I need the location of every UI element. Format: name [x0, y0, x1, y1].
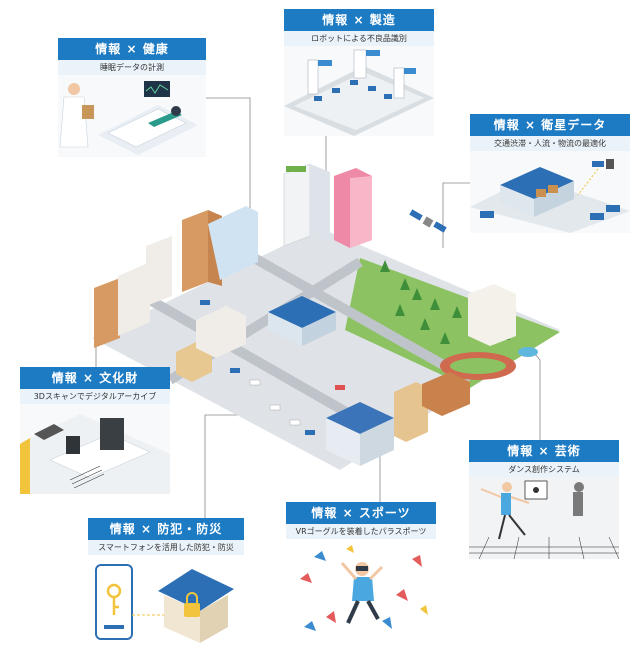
card-subtitle: 3Dスキャンでデジタルアーカイブ	[20, 389, 170, 404]
buildings	[94, 163, 516, 466]
illustration-robot-inspection	[284, 46, 434, 136]
card-culture: 情報 × 文化財 3Dスキャンでデジタルアーカイブ	[20, 367, 170, 494]
card-subtitle: VRゴーグルを装着したパラスポーツ	[286, 524, 436, 539]
card-title: 情報 × 製造	[284, 9, 434, 31]
card-subtitle: 交通渋滞・人流・物流の最適化	[470, 136, 630, 151]
card-title: 情報 × スポーツ	[286, 502, 436, 524]
card-subtitle: ダンス創作システム	[469, 462, 619, 477]
illustration-logistics	[470, 151, 630, 233]
card-satellite: 情報 × 衛星データ 交通渋滞・人流・物流の最適化	[470, 114, 630, 233]
card-subtitle: ロボットによる不良品識別	[284, 31, 434, 46]
card-art: 情報 × 芸術 ダンス創作システム	[469, 440, 619, 559]
card-sports: 情報 × スポーツ VRゴーグルを装着したパラスポーツ	[286, 502, 436, 635]
illustration-vr-para-sports	[286, 539, 436, 635]
card-title: 情報 × 健康	[58, 38, 206, 60]
illustration-dance-system	[469, 477, 619, 559]
card-title: 情報 × 芸術	[469, 440, 619, 462]
card-title: 情報 × 文化財	[20, 367, 170, 389]
satellite-icon	[409, 209, 447, 233]
card-manufacturing: 情報 × 製造 ロボットによる不良品識別	[284, 9, 434, 136]
park-area	[345, 258, 560, 388]
illustration-smartphone-security	[88, 555, 244, 647]
card-crime-prevention: 情報 × 防犯・防災 スマートフォンを活用した防犯・防災	[88, 518, 244, 647]
card-subtitle: スマートフォンを活用した防犯・防災	[88, 540, 244, 555]
illustration-3d-scan	[20, 404, 170, 494]
illustration-sleep-monitoring	[58, 75, 206, 157]
city-ground	[92, 228, 560, 470]
cars	[200, 300, 345, 435]
card-health: 情報 × 健康 睡眠データの計測	[58, 38, 206, 157]
card-subtitle: 睡眠データの計測	[58, 60, 206, 75]
card-title: 情報 × 衛星データ	[470, 114, 630, 136]
card-title: 情報 × 防犯・防災	[88, 518, 244, 540]
